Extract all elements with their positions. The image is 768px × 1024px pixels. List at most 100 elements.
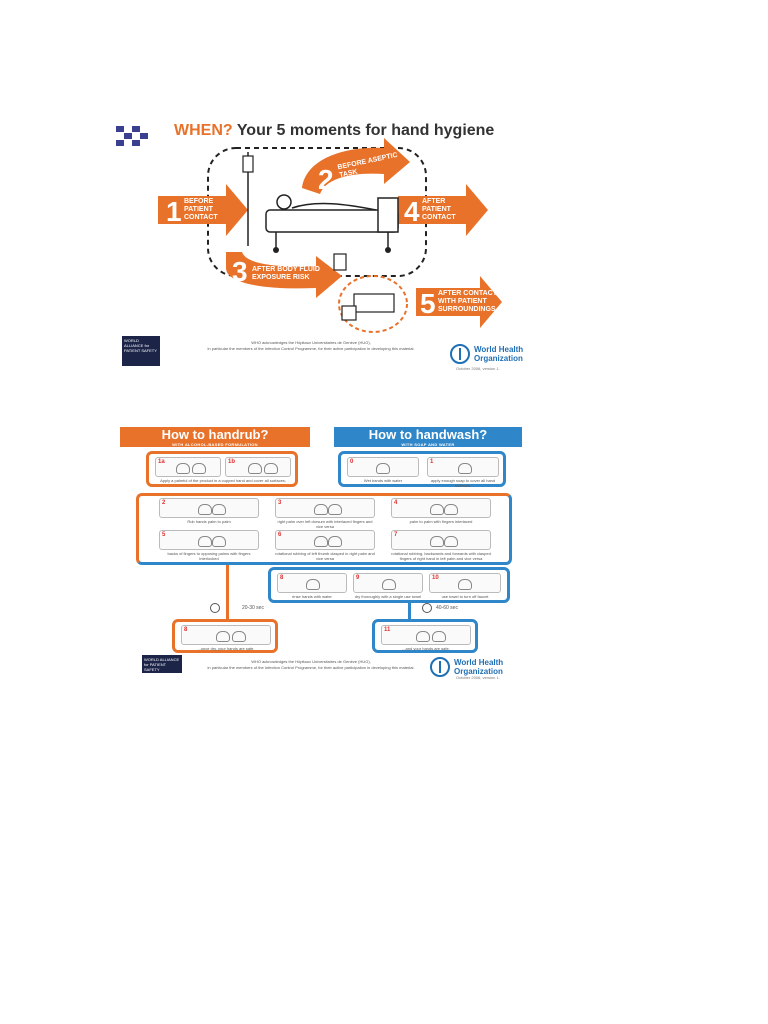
who-name-line-1: World Health [474,345,524,354]
step-11-caption: ...and your hands are safe. [402,646,450,651]
handwash-header: How to handwash? WITH SOAP AND WATER [334,427,522,447]
step-6-caption: rotational rubbing of left thumb clasped… [275,551,375,561]
handrub-final-box: 8 ...once dry, your hands are safe. [172,619,278,653]
step-1b-number: 1b [228,459,236,465]
step-6: 6 rotational rubbing of left thumb clasp… [275,530,375,561]
moment-4-arrow [398,184,488,236]
hand-hygiene-how-poster: How to handrub? WITH ALCOHOL-BASED FORMU… [116,425,526,680]
acknowledgement-text: WHO acknowledges the Hôpitaux Universita… [186,659,436,671]
step-9: 9 dry thoroughly with a single use towel [353,573,423,599]
handwash-duration: 40-60 sec [436,605,458,611]
moment-5-label: AFTER CONTACT WITH PATIENT SURROUNDINGS [438,290,497,313]
step-7-caption: rotational rubbing, backwards and forwar… [391,551,491,561]
bullet-square-icon [116,126,148,146]
step-7-number: 7 [394,532,398,538]
step-0: 0 Wet hands with water [347,457,419,483]
who-name-line-2: Organization [474,354,523,363]
title-rest: Your 5 moments for hand hygiene [232,122,495,139]
who-name-line-1: World Health [454,658,504,667]
handrub-title: How to handrub? [161,427,269,442]
step-4-caption: palm to palm with fingers interlaced [409,519,473,524]
who-logo: World Health Organization [430,657,503,677]
moment-5-number: 5 [420,288,436,319]
handrub-header: How to handrub? WITH ALCOHOL-BASED FORMU… [120,427,310,447]
step-7: 7 rotational rubbing, backwards and forw… [391,530,491,561]
step-5: 5 backs of fingers to opposing palms wit… [159,530,259,561]
step-5-caption: backs of fingers to opposing palms with … [167,551,251,561]
step-10-caption: use towel to turn off faucet [441,594,489,599]
moment-2-arrow [302,138,410,194]
step-2: 2 Rub hands palm to palm [159,498,259,524]
moment-1-number: 1 [166,196,182,227]
step-8-rub-number: 8 [184,627,188,633]
ack-line-1: WHO acknowledges the Hôpitaux Universita… [251,659,371,664]
version-note: October 2006, version 1. [456,675,500,680]
ack-line-1: WHO acknowledges the Hôpitaux Universita… [251,340,371,345]
step-10: 10 use towel to turn off faucet [429,573,501,599]
step-11: 11 ...and your hands are safe. [381,625,471,651]
clock-icon [422,603,432,613]
title-when: WHEN? [174,122,233,139]
step-3-caption: right palm over left dorsum with interla… [277,519,373,529]
step-6-number: 6 [278,532,282,538]
who-emblem-icon [450,344,470,364]
step-1b: 1b [225,457,291,477]
acknowledgement-text: WHO acknowledges the Hôpitaux Universita… [176,340,446,352]
step-3: 3 right palm over left dorsum with inter… [275,498,375,529]
ack-line-2: in particular the members of the Infecti… [207,665,415,670]
step-9-caption: dry thoroughly with a single use towel [354,594,422,599]
step-8-wash-number: 8 [280,575,284,581]
step-2-caption: Rub hands palm to palm [187,519,231,524]
moment-4-label: AFTER PATIENT CONTACT [422,198,456,221]
moment-4-number: 4 [404,196,420,227]
moment-5-arrow [416,276,502,328]
step-2-number: 2 [162,500,166,506]
moment-3-label: AFTER BODY FLUID EXPOSURE RISK [252,266,320,281]
step-1-caption: apply enough soap to cover all hand surf… [430,478,496,488]
step-1a: 1a [155,457,221,477]
clock-icon [210,603,220,613]
handwash-title: How to handwash? [368,427,488,442]
poster-title: WHEN? Your 5 moments for hand hygiene [174,122,494,140]
moment-1-arrow [158,184,248,236]
who-emblem-icon [430,657,450,677]
patient-bed-illustration [158,138,502,333]
handrub-duration: 20-30 sec [242,605,264,611]
ack-line-2: in particular the members of the Infecti… [207,346,415,351]
step-1: 1 apply enough soap to cover all hand su… [427,457,499,488]
patient-safety-alliance-logo: WORLD ALLIANCE for PATIENT SAFETY [142,655,182,673]
step-4-number: 4 [394,500,398,506]
handrub-subtitle: WITH ALCOHOL-BASED FORMULATION [172,442,258,447]
shared-steps-box: 2 Rub hands palm to palm 3 right palm ov… [136,493,512,565]
patient-safety-alliance-logo: WORLD ALLIANCE for PATIENT SAFETY [122,336,160,366]
step-10-number: 10 [432,575,439,581]
moment-3-arrow [226,252,342,298]
step-1-number: 1 [430,459,434,465]
step-5-number: 5 [162,532,166,538]
step-3-number: 3 [278,500,282,506]
step-0-number: 0 [350,459,354,465]
step-8-wash-caption: rinse hands with water [292,594,332,599]
step-9-number: 9 [356,575,360,581]
step-8-rub-caption: ...once dry, your hands are safe. [197,646,255,651]
step-1a-number: 1a [158,459,165,465]
handwash-connector [408,603,411,621]
moment-2-number: 2 [318,164,334,195]
moment-3-number: 3 [232,256,248,287]
five-moments-poster: WHEN? Your 5 moments for hand hygiene [116,118,526,380]
step-1-caption: Apply a palmful of the product in a cupp… [160,478,286,483]
moment-1-label: BEFORE PATIENT CONTACT [184,198,218,221]
handwash-step-1-box: 0 Wet hands with water 1 apply enough so… [338,451,506,488]
step-8-rub: 8 ...once dry, your hands are safe. [181,625,271,651]
step-0-caption: Wet hands with water [363,478,403,483]
handwash-subtitle: WITH SOAP AND WATER [401,442,455,447]
handrub-connector [226,565,229,619]
handwash-final-box: 11 ...and your hands are safe. [372,619,478,653]
version-note: October 2006, version 1. [456,366,500,371]
step-8-wash: 8 rinse hands with water [277,573,347,599]
step-11-number: 11 [384,627,391,633]
handrub-step-1-box: 1a 1b Apply a palmful of the product in … [146,451,298,487]
who-logo: World Health Organization [450,344,523,364]
step-4: 4 palm to palm with fingers interlaced [391,498,491,524]
who-name-line-2: Organization [454,667,503,676]
